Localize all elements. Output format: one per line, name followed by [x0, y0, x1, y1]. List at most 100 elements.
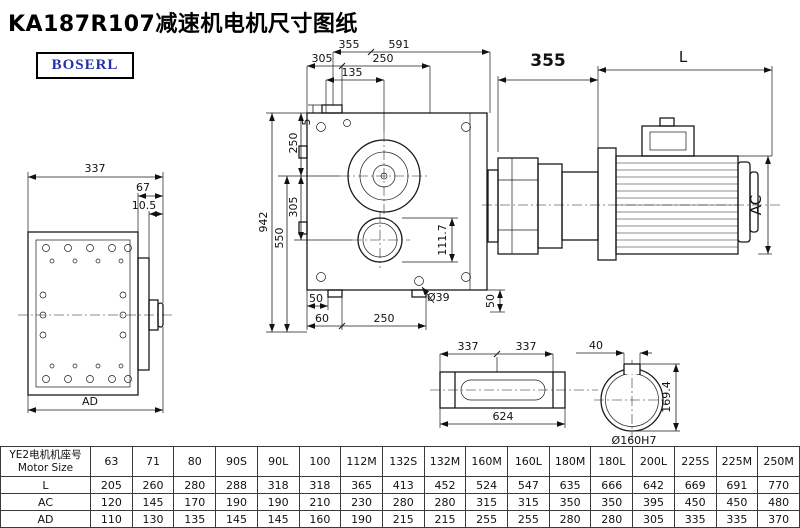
dim-left-67: 67: [136, 181, 150, 194]
dimension-value: 480: [757, 493, 800, 511]
dimension-value: 260: [131, 476, 175, 494]
dim-bore-169-4: 169.4: [660, 381, 673, 413]
dimension-value: 215: [423, 510, 467, 528]
header-label-en: Motor Size: [17, 461, 74, 474]
column-header: 80: [173, 446, 217, 477]
dimension-value: 669: [673, 476, 717, 494]
column-header: 71: [131, 446, 175, 477]
column-header: 112M: [340, 446, 383, 477]
dimension-value: 145: [131, 493, 175, 511]
left-view-body: [27, 231, 139, 396]
dimension-value: 190: [215, 493, 258, 511]
dimension-value: 205: [90, 476, 133, 494]
dimension-value: 215: [381, 510, 425, 528]
row-label: AD: [0, 510, 91, 528]
motor-body: [597, 117, 759, 261]
dim-shaft-337-a: 337: [458, 340, 479, 353]
dimension-value: 365: [340, 476, 383, 494]
dim-motor-355: 355: [530, 51, 566, 71]
dimension-value: 280: [381, 493, 425, 511]
dim-shaft-624: 624: [493, 410, 514, 423]
output-bore: [340, 132, 428, 220]
dim-top-250: 250: [373, 52, 394, 65]
dim-left-5: 5: [300, 119, 313, 126]
housing-outline: [306, 112, 488, 291]
dimension-value: 190: [256, 493, 300, 511]
column-header: 225M: [715, 446, 759, 477]
column-header: 180M: [548, 446, 592, 477]
column-header: 160L: [507, 446, 550, 477]
dim-left-550: 550: [273, 228, 286, 249]
left-view-bolt-holes: [39, 244, 132, 383]
dim-shaft-337-b: 337: [516, 340, 537, 353]
column-header: 250M: [757, 446, 800, 477]
dim-motor-AC: AC: [747, 195, 765, 215]
dimension-value: 110: [90, 510, 133, 528]
dimension-value: 635: [548, 476, 592, 494]
dimension-value: 145: [256, 510, 300, 528]
dim-bottom-60: 60: [315, 312, 329, 325]
dimension-value: 315: [507, 493, 550, 511]
dimension-value: 452: [423, 476, 467, 494]
dim-left-942: 942: [257, 212, 270, 233]
dimension-value: 230: [340, 493, 383, 511]
column-header: 200L: [632, 446, 675, 477]
dimension-value: 280: [423, 493, 467, 511]
header-label-cn: YE2电机机座号: [9, 448, 82, 461]
dim-bore-dia: Ø160H7: [612, 434, 657, 446]
dim-bottom-50-right: 50: [484, 294, 497, 308]
column-header: 132S: [381, 446, 425, 477]
dim-top-135: 135: [342, 66, 363, 79]
reducer-adapter: [487, 157, 599, 255]
motor-side-view: 355 L: [482, 48, 782, 261]
dimension-value: 135: [173, 510, 217, 528]
table-corner-header: YE2电机机座号 Motor Size: [0, 446, 91, 477]
dimension-value: 350: [590, 493, 634, 511]
dimension-value: 318: [256, 476, 300, 494]
dimension-value: 642: [632, 476, 675, 494]
dimension-value: 190: [340, 510, 383, 528]
dim-keyway-40: 40: [589, 339, 603, 352]
dimension-value: 450: [673, 493, 717, 511]
dimension-value: 280: [548, 510, 592, 528]
dim-hole-dia-39: Ø39: [427, 291, 450, 304]
left-view-flange-plate: [137, 257, 150, 371]
shaft-keyway: [460, 379, 546, 401]
dim-top-305: 305: [312, 52, 333, 65]
housing-bolt-holes: [316, 119, 471, 286]
left-side-view: 337 67 10.5 AD: [18, 162, 172, 413]
column-header: 132M: [423, 446, 467, 477]
brand-logo: BOSERL: [36, 52, 134, 79]
dimension-value: 524: [465, 476, 509, 494]
bore-section-view: 40 169.4 Ø160H7: [576, 339, 680, 446]
front-view: 355 591 305 250 135 942 550 3: [257, 38, 505, 333]
row-label: L: [0, 476, 91, 494]
dimension-value: 691: [715, 476, 759, 494]
column-header: 90L: [256, 446, 300, 477]
dim-right-111-7: 111.7: [436, 224, 449, 256]
dimension-value: 280: [173, 476, 217, 494]
dimension-value: 666: [590, 476, 634, 494]
dimension-value: 130: [131, 510, 175, 528]
column-header: 225S: [673, 446, 717, 477]
dim-left-337: 337: [85, 162, 106, 175]
dimension-value: 305: [632, 510, 675, 528]
dimension-value: 315: [465, 493, 509, 511]
column-header: 160M: [465, 446, 509, 477]
shaft-outline: [439, 371, 566, 409]
secondary-bore: [352, 212, 410, 268]
dimension-value: 770: [757, 476, 800, 494]
dim-left-250: 250: [287, 133, 300, 154]
dim-bottom-250: 250: [374, 312, 395, 325]
dimension-value: 280: [590, 510, 634, 528]
dimension-value: 160: [298, 510, 342, 528]
dim-left-10-5: 10.5: [132, 199, 157, 212]
dimension-value: 210: [298, 493, 342, 511]
dim-top-591: 591: [389, 38, 410, 51]
dimension-value: 335: [715, 510, 759, 528]
